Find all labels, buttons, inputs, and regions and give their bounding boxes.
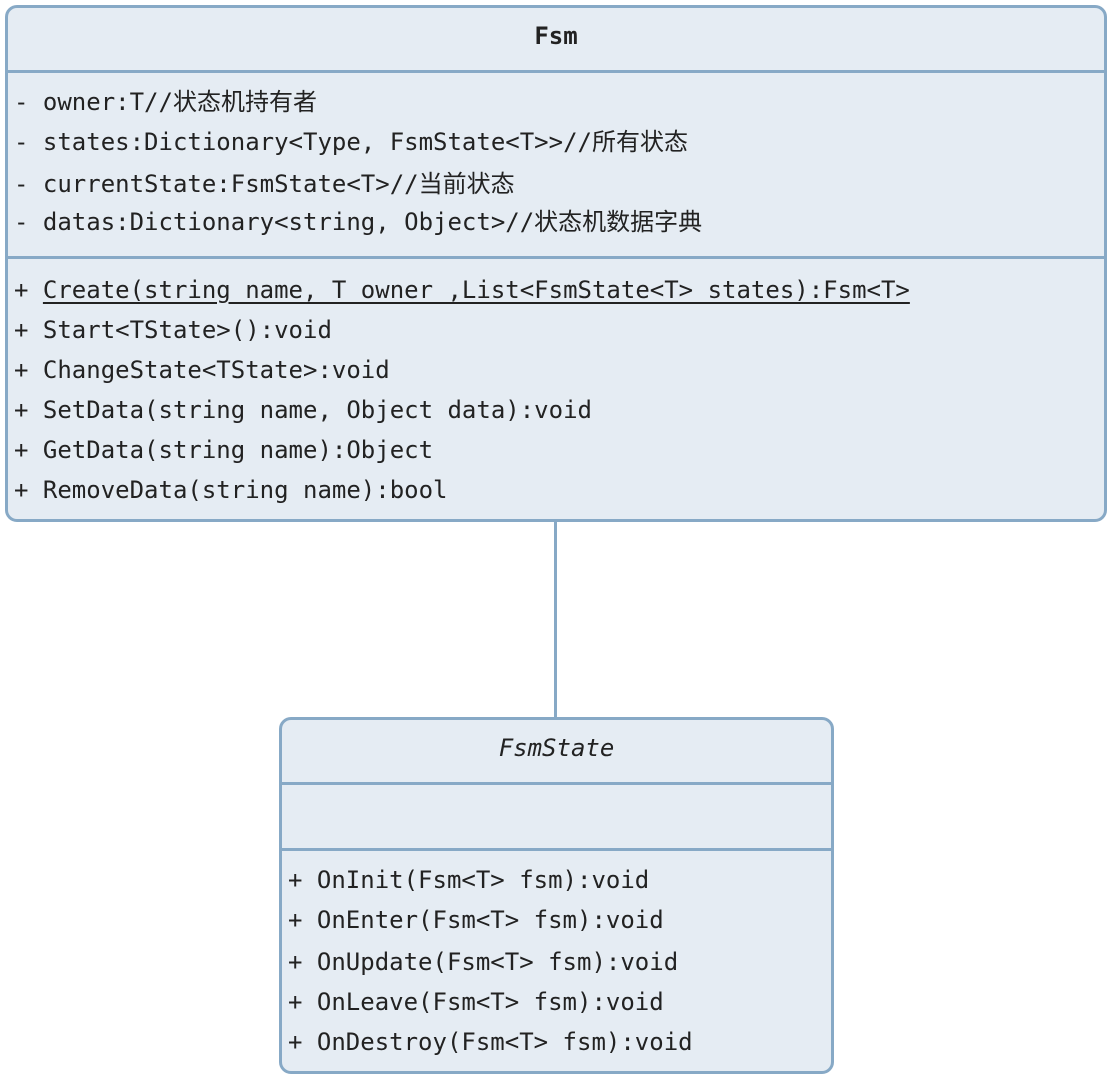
- method: + OnEnter(Fsm<T> fsm):void: [288, 906, 664, 934]
- method: + RemoveData(string name):bool: [14, 476, 448, 504]
- divider: [8, 256, 1104, 259]
- method: + SetData(string name, Object data):void: [14, 396, 592, 424]
- attribute: - currentState:FsmState<T>//当前状态: [14, 170, 515, 198]
- divider: [282, 848, 831, 851]
- attribute: - owner:T//状态机持有者: [14, 88, 317, 116]
- attribute: - states:Dictionary<Type, FsmState<T>>//…: [14, 128, 688, 156]
- association-line: [554, 520, 557, 719]
- method: + GetData(string name):Object: [14, 436, 434, 464]
- class-name: FsmState: [498, 734, 615, 762]
- divider: [282, 782, 831, 785]
- class-fsm-state[interactable]: FsmState + OnInit(Fsm<T> fsm):void + OnE…: [279, 717, 834, 1074]
- attribute: - datas:Dictionary<string, Object>//状态机数…: [14, 208, 703, 236]
- method: + OnInit(Fsm<T> fsm):void: [288, 866, 650, 894]
- method: + ChangeState<TState>:void: [14, 356, 390, 384]
- method: + OnDestroy(Fsm<T> fsm):void: [288, 1028, 693, 1056]
- class-fsm[interactable]: Fsm - owner:T//状态机持有者 - states:Dictionar…: [5, 5, 1107, 522]
- divider: [8, 70, 1104, 73]
- method: + OnUpdate(Fsm<T> fsm):void: [288, 948, 679, 976]
- class-name: Fsm: [534, 22, 578, 50]
- method: + Start<TState>():void: [14, 316, 332, 344]
- method: + OnLeave(Fsm<T> fsm):void: [288, 988, 664, 1016]
- method: + Create(string name, T owner ,List<FsmS…: [14, 276, 910, 304]
